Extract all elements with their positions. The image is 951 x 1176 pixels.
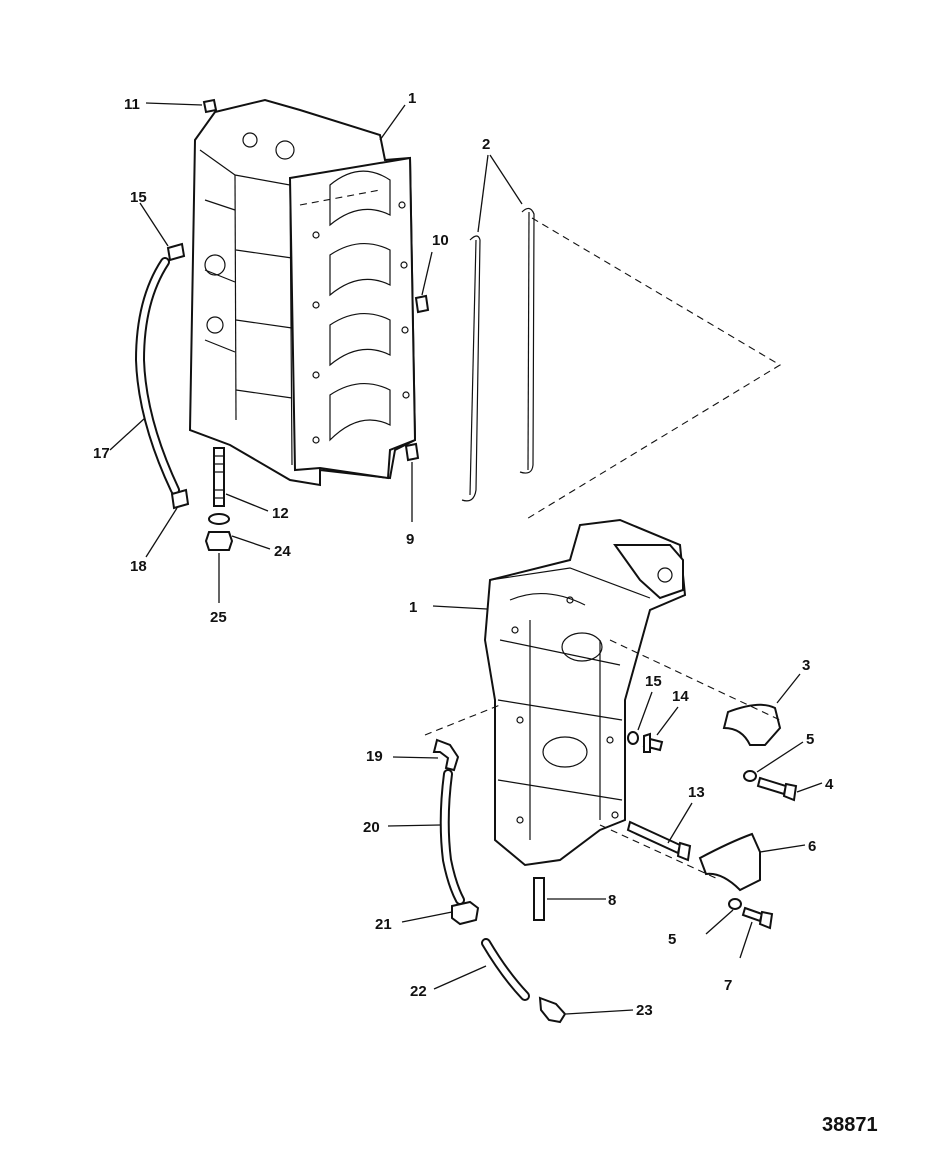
callout-4: 4 — [825, 776, 834, 793]
upper-housing — [188, 98, 417, 487]
hose-17 — [134, 257, 180, 495]
seal-strip-right — [519, 207, 535, 474]
bolt-7 — [741, 906, 774, 930]
alignment-line-clamp-lower — [599, 824, 721, 881]
fitting-19 — [432, 738, 460, 772]
callout-9: 9 — [406, 531, 414, 548]
fitting-16 — [166, 242, 186, 262]
hose-20 — [439, 769, 465, 905]
callout-1-lower: 1 — [409, 599, 417, 616]
leader-lines — [109, 102, 823, 1015]
alignment-line-seal — [524, 217, 782, 521]
callout-3: 3 — [802, 657, 810, 674]
callout-17: 17 — [93, 445, 110, 462]
callout-8: 8 — [608, 892, 616, 909]
callout-5-lower: 5 — [668, 931, 676, 948]
callout-15-upper: 15 — [130, 189, 147, 206]
fitting-18 — [170, 488, 190, 510]
callout-19: 19 — [366, 748, 383, 765]
callout-11: 11 — [124, 96, 140, 113]
figure-id: 38871 — [822, 1114, 878, 1136]
callout-23: 23 — [636, 1002, 653, 1019]
callout-24: 24 — [274, 543, 291, 560]
dowel-10 — [414, 294, 430, 314]
screw-14 — [642, 732, 664, 753]
dowel-8 — [533, 877, 545, 921]
washer-24 — [208, 513, 230, 525]
washer-5-lower — [728, 898, 742, 910]
callout-13: 13 — [688, 784, 705, 801]
alignment-line-left — [424, 704, 501, 736]
stud-12 — [213, 447, 225, 507]
hose-22 — [481, 938, 530, 1001]
nut-25 — [204, 531, 234, 551]
callout-22: 22 — [410, 983, 427, 1000]
fitting-23 — [538, 996, 567, 1024]
callout-20: 20 — [363, 819, 380, 836]
callout-21: 21 — [375, 916, 392, 933]
washer-5-upper — [743, 770, 757, 782]
washer-15 — [627, 731, 639, 745]
alignment-line-clamp-upper — [609, 639, 781, 721]
dowel-9 — [404, 442, 420, 462]
callout-1-upper: 1 — [408, 90, 416, 107]
callout-10: 10 — [432, 232, 449, 249]
callout-2: 2 — [482, 136, 490, 153]
seal-strip-left — [461, 235, 481, 502]
plug-11 — [202, 98, 218, 114]
bolt-4 — [756, 776, 798, 802]
clamp-3 — [722, 703, 782, 746]
callout-18: 18 — [130, 558, 147, 575]
callout-12: 12 — [272, 505, 289, 522]
callout-15-lower: 15 — [645, 673, 662, 690]
lower-housing — [483, 518, 687, 867]
callout-7: 7 — [724, 977, 732, 994]
callout-14: 14 — [672, 688, 689, 705]
fitting-21 — [451, 900, 480, 926]
alignment-line-upper-short — [299, 189, 381, 206]
callout-5-upper: 5 — [806, 731, 814, 748]
callout-25: 25 — [210, 609, 227, 626]
bolt-13 — [626, 820, 692, 862]
callout-6: 6 — [808, 838, 816, 855]
clamp-6 — [698, 832, 761, 892]
